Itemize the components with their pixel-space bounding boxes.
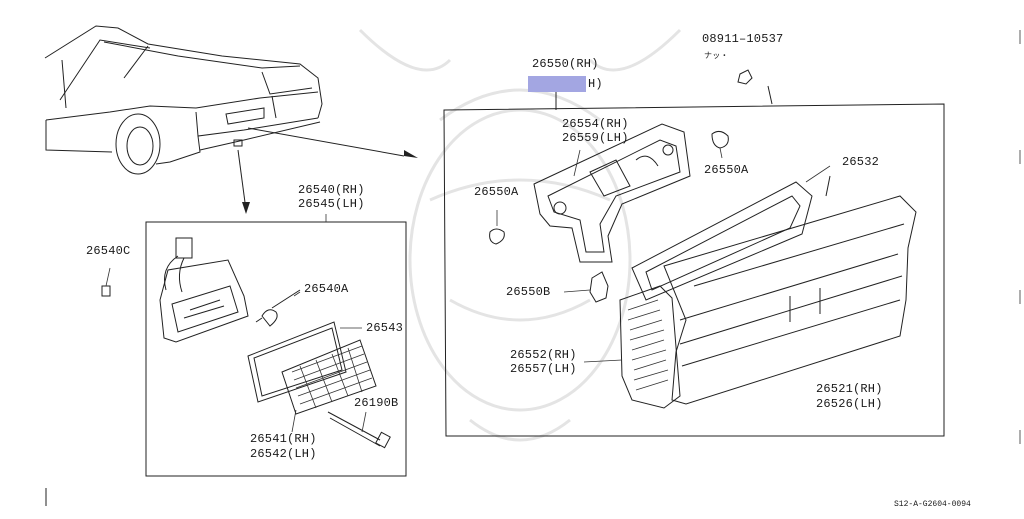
label-26557-lh[interactable]: 26557(LH) — [510, 362, 577, 376]
label-26521-rh[interactable]: 26521(RH) — [816, 382, 883, 396]
margin-marks — [45, 30, 1021, 506]
label-26552-rh[interactable]: 26552(RH) — [510, 348, 577, 362]
label-26541-rh[interactable]: 26541(RH) — [250, 432, 317, 446]
label-26550a-right[interactable]: 26550A — [704, 163, 749, 177]
tail-lamp-box — [443, 69, 945, 437]
label-26542-lh[interactable]: 26542(LH) — [250, 447, 317, 461]
label-26543[interactable]: 26543 — [366, 321, 404, 335]
label-26545-lh[interactable]: 26545(LH) — [298, 197, 365, 211]
highlight-marker — [528, 76, 586, 92]
label-08911-subtext: ナッ・ — [704, 52, 729, 61]
label-26532[interactable]: 26532 — [842, 155, 880, 169]
label-26190b[interactable]: 26190B — [354, 396, 399, 410]
label-26555-lh[interactable]: H) — [588, 77, 603, 91]
label-26550b[interactable]: 26550B — [506, 285, 551, 299]
label-26526-lh[interactable]: 26526(LH) — [816, 397, 883, 411]
label-08911-10537[interactable]: 08911–10537 — [702, 32, 784, 46]
license-lamp-box — [101, 214, 407, 477]
car-illustration — [44, 25, 323, 175]
label-26554-rh[interactable]: 26554(RH) — [562, 117, 629, 131]
leader-arrows — [237, 127, 418, 214]
label-26559-lh[interactable]: 26559(LH) — [562, 131, 629, 145]
diagram-code: S12-A-G2604-0094 — [894, 500, 971, 509]
label-26540-rh[interactable]: 26540(RH) — [298, 183, 365, 197]
label-26550a-left[interactable]: 26550A — [474, 185, 519, 199]
label-26540a[interactable]: 26540A — [304, 282, 349, 296]
label-26540c[interactable]: 26540C — [86, 244, 131, 258]
watermark-emblem — [358, 28, 682, 442]
label-26550-rh[interactable]: 26550(RH) — [532, 57, 599, 71]
